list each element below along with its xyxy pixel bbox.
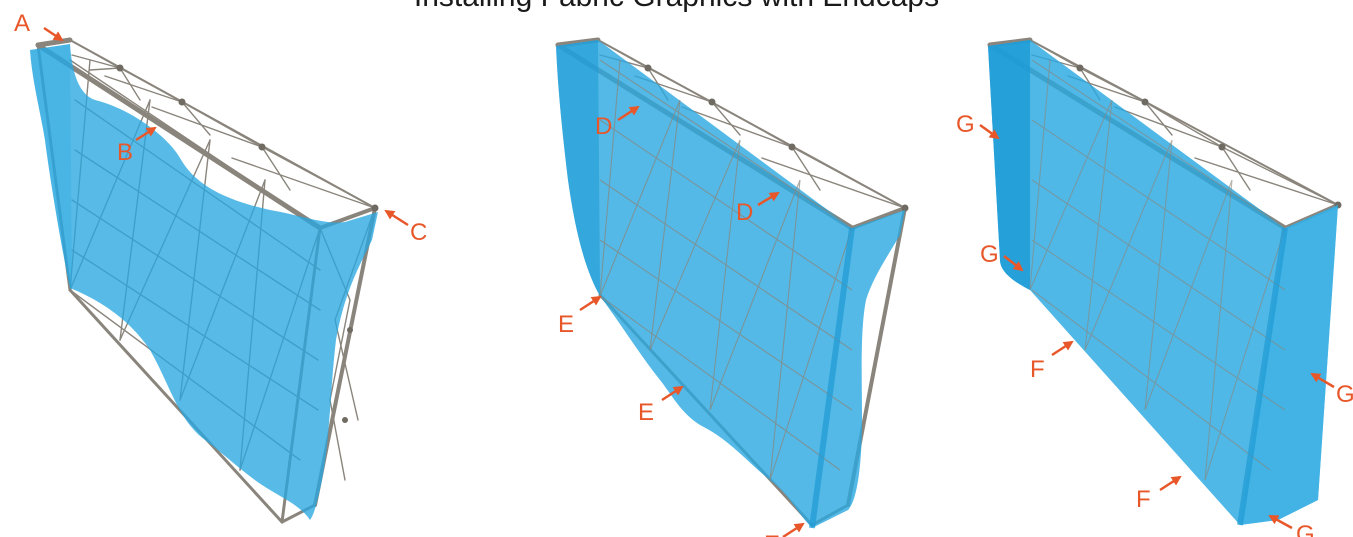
fabric-graphic-1: [30, 44, 378, 520]
callout-arrow-a: [44, 28, 62, 40]
label-f2: F: [1136, 486, 1151, 513]
label-g3: G: [1336, 381, 1353, 408]
label-a: A: [14, 10, 30, 37]
callout-arrow-f1: [1052, 342, 1072, 355]
label-f1: F: [1030, 356, 1045, 383]
label-d2: D: [736, 199, 753, 226]
label-g1: G: [956, 111, 975, 138]
callout-arrow-e3: [783, 524, 803, 537]
panel-3: [988, 40, 1342, 525]
panel-1: [30, 40, 379, 522]
label-c: C: [410, 219, 427, 246]
label-e3: E: [764, 531, 780, 537]
label-d1: D: [595, 113, 612, 140]
label-g2: G: [980, 241, 999, 268]
callout-arrow-e1: [580, 297, 600, 310]
label-g4: G: [1296, 521, 1315, 537]
callout-arrow-f2: [1160, 477, 1180, 490]
callout-arrow-c: [386, 211, 408, 225]
label-e2: E: [638, 399, 654, 426]
label-e1: E: [558, 311, 574, 338]
label-b: B: [117, 139, 133, 166]
